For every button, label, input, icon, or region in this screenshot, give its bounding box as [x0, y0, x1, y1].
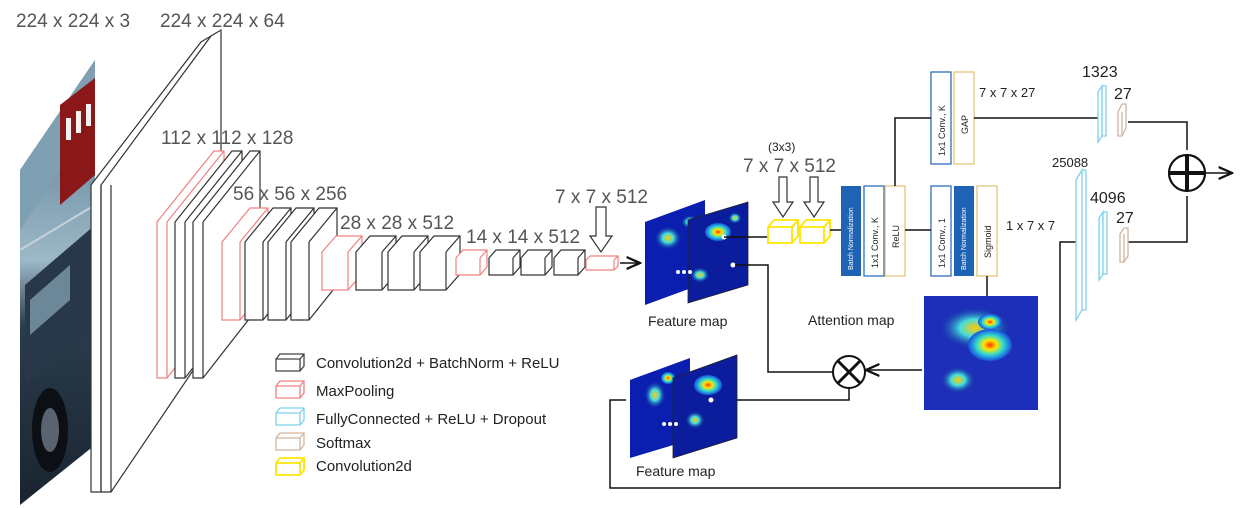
legend-label-softmax: Softmax: [316, 435, 372, 452]
sigmoid-block-label: Sigmoid: [983, 225, 993, 258]
dim-sig-out-label: 1 x 7 x 7: [1006, 218, 1055, 233]
conv4-block: [321, 235, 461, 291]
dim-input-label: 224 x 224 x 3: [16, 11, 130, 32]
dim-conv1-label: 224 x 224 x 64: [160, 11, 285, 32]
legend-label-fc: FullyConnected + ReLU + Dropout: [316, 411, 547, 428]
input-image: [19, 60, 96, 505]
conv5-block: [455, 249, 586, 276]
legend-item-conv2d: Convolution2d: [275, 457, 412, 476]
bn-block-1-label: Batch Normalization: [848, 207, 855, 270]
legend-item-fc: FullyConnected + ReLU + Dropout: [275, 407, 547, 428]
relu-block-label: ReLU: [891, 225, 901, 248]
dim-att-conv-label: 7 x 7 x 512: [743, 156, 836, 177]
dim-fc-per-1-label: 25088: [1052, 155, 1088, 170]
fc-per-1: [1075, 167, 1087, 323]
feature-map-top: [645, 200, 749, 305]
fc-att-1: [1097, 83, 1107, 145]
pool5-block: [585, 255, 619, 271]
legend: Convolution2d + BatchNorm + ReLU MaxPool…: [275, 353, 559, 476]
conv-kernel-arrow-2: [802, 176, 826, 219]
feature-map-bottom-label: Feature map: [636, 463, 716, 479]
dim-fc-att-1-label: 1323: [1082, 64, 1118, 81]
conv-1-block-label: 1x1 Conv., 1: [937, 218, 947, 268]
dim-fc-per-2-label: 4096: [1090, 190, 1126, 207]
attention-map-label: Attention map: [808, 312, 895, 328]
gap-block: GAP: [953, 71, 975, 165]
conv-1-block: 1x1 Conv., 1: [930, 185, 952, 277]
conv-k-top-block: 1x1 Conv., K: [930, 71, 952, 165]
conv3-block: [221, 207, 338, 321]
pool5-pointer-arrow: [588, 206, 614, 254]
conv-k-block-label: 1x1 Conv., K: [870, 217, 880, 268]
softmax-att: [1117, 103, 1127, 137]
dim-conv2-label: 112 x 112 x 128: [161, 128, 293, 149]
attention-conv-block: [767, 219, 831, 244]
relu-block: ReLU: [884, 185, 906, 277]
add-operator: [1167, 153, 1207, 193]
legend-item-softmax: Softmax: [275, 432, 372, 452]
feature-map-bottom: [630, 354, 738, 459]
legend-label-maxpooling: MaxPooling: [316, 383, 394, 400]
bn-block-2-label: Batch Normalization: [961, 207, 968, 270]
branch-connectors: [609, 117, 1232, 489]
bn-block-1: Batch Normalization: [841, 186, 861, 276]
conv-kernel-arrow-1: [771, 176, 795, 219]
dim-conv4-label: 28 x 28 x 512: [340, 213, 454, 234]
legend-label-conv-bn-relu: Convolution2d + BatchNorm + ReLU: [316, 355, 559, 372]
conv-k-block: 1x1 Conv., K: [863, 185, 885, 277]
attention-map-image: [924, 296, 1038, 410]
dim-gap-out-label: 7 x 7 x 27: [979, 85, 1035, 100]
feature-map-top-label: Feature map: [648, 313, 728, 329]
att-conv-kernel-label: (3x3): [768, 140, 795, 154]
dim-conv5-label: 14 x 14 x 512: [466, 227, 580, 248]
softmax-per: [1119, 227, 1129, 263]
legend-label-conv2d: Convolution2d: [316, 458, 412, 475]
fc-per-2: [1098, 209, 1108, 283]
dim-fc-per-3-label: 27: [1116, 210, 1134, 227]
conv-k-top-label: 1x1 Conv., K: [937, 105, 947, 156]
sigmoid-block: Sigmoid: [976, 185, 998, 277]
dim-pool5-label: 7 x 7 x 512: [555, 187, 648, 208]
legend-item-maxpooling: MaxPooling: [275, 380, 394, 400]
legend-item-conv-bn-relu: Convolution2d + BatchNorm + ReLU: [275, 353, 559, 372]
dim-conv3-label: 56 x 56 x 256: [233, 184, 347, 205]
multiply-operator: [832, 355, 866, 389]
gap-block-label: GAP: [960, 115, 970, 134]
dim-fc-att-2-label: 27: [1114, 86, 1132, 103]
bn-block-2: Batch Normalization: [954, 186, 974, 276]
